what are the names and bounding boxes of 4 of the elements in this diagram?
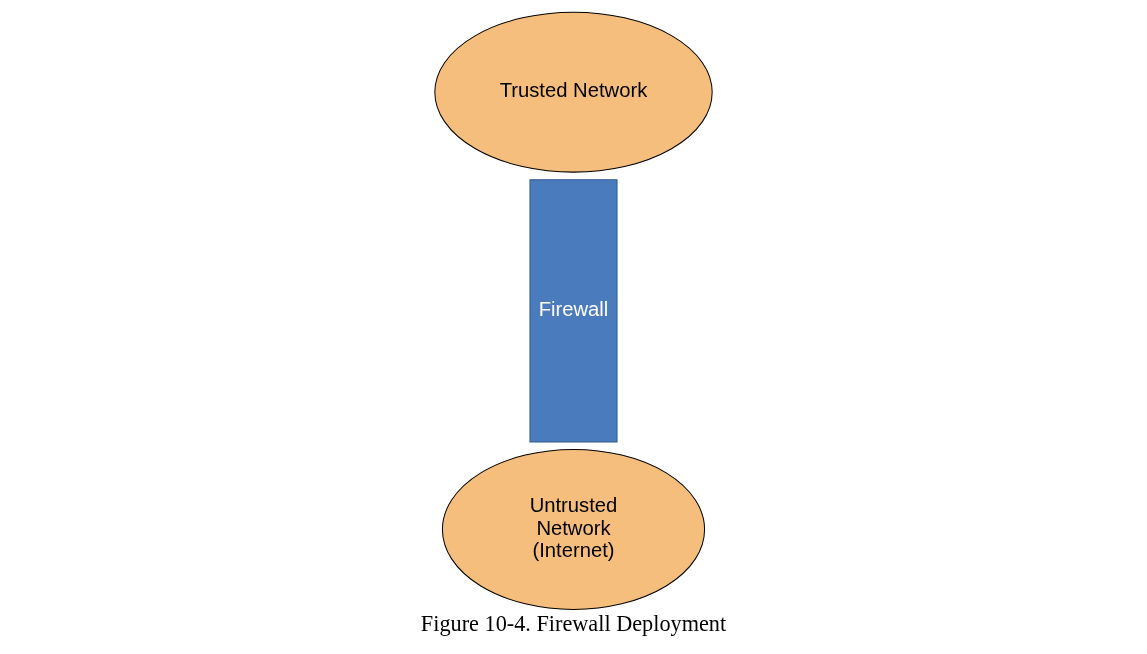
caption: Figure 10-4. Firewall Deployment <box>420 611 727 637</box>
node-ellipse: Trusted Network <box>434 11 713 173</box>
node-ellipse: Untrusted Network (Internet) <box>441 448 706 610</box>
node-box: Firewall <box>529 179 618 443</box>
